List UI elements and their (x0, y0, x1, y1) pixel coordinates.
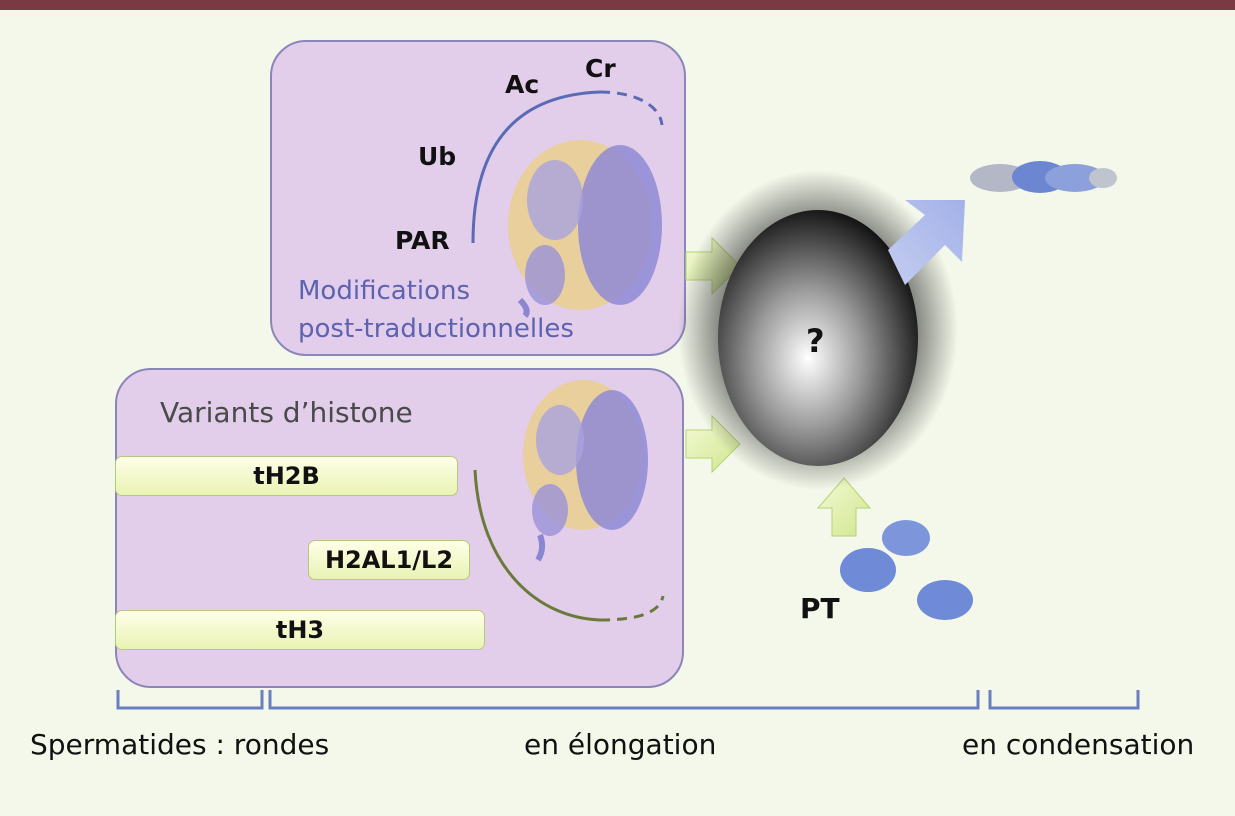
cr-label: Cr (585, 54, 616, 83)
ptm-title: Modifications post-traductionnelles (298, 276, 574, 344)
ac-label: Ac (505, 70, 540, 99)
stage-condensation-label: en condensation (962, 728, 1195, 761)
ptm-arc-dashed (599, 90, 664, 126)
pt-label: PT (800, 592, 840, 625)
question-mark: ? (806, 322, 825, 360)
par-label: PAR (395, 226, 450, 255)
condensed-dna-image (970, 161, 1117, 193)
h2al-bar: H2AL1/L2 (308, 540, 470, 580)
protamine-molecules-image (840, 520, 973, 620)
variants-title: Variants d’histone (160, 396, 413, 429)
center-sphere (718, 210, 918, 466)
ptm-arc (471, 90, 601, 244)
nucleosome-top-image (508, 140, 662, 318)
nucleosome-bottom-image (523, 380, 648, 562)
stage-rondes-label: Spermatides : rondes (30, 728, 330, 761)
bracket-condensation (988, 690, 1140, 710)
th3-bar: tH3 (115, 610, 485, 650)
top-border (0, 0, 1235, 10)
arrow-to-condensation (888, 200, 965, 285)
variant-arc-dashed (599, 595, 665, 622)
stage-elongation-label: en élongation (524, 728, 717, 761)
variant-arc (473, 469, 601, 622)
ub-label: Ub (418, 142, 457, 171)
th2b-bar: tH2B (115, 456, 458, 496)
bracket-rondes (116, 690, 264, 710)
bracket-elongation (268, 690, 980, 710)
